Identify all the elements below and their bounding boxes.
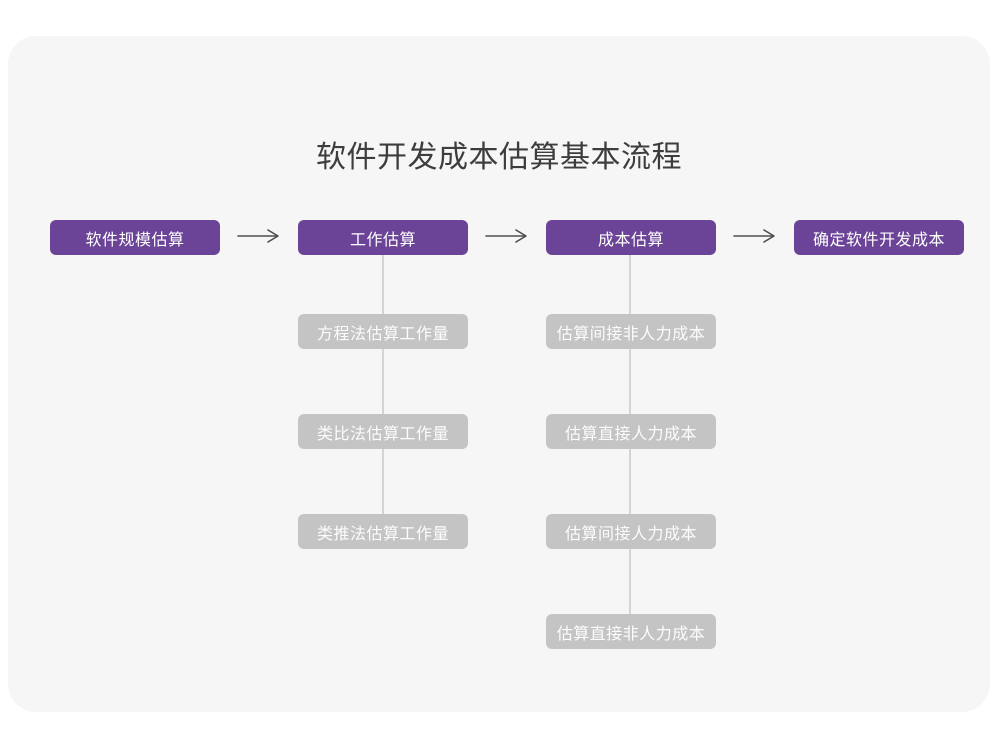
substep-indirect-non-labor-cost: 估算间接非人力成本 [546,314,716,349]
substep-direct-non-labor-cost: 估算直接非人力成本 [546,614,716,649]
arrow-right-icon [237,228,281,244]
flowchart-card: 软件开发成本估算基本流程 软件规模估算 工作估算 成本估算 [8,36,990,712]
diagram-title: 软件开发成本估算基本流程 [316,141,682,174]
step-software-size-estimation: 软件规模估算 [50,220,220,255]
arrow-right-icon [485,228,529,244]
substep-indirect-labor-cost: 估算间接人力成本 [546,514,716,549]
arrow-right-icon [733,228,777,244]
step-cost-estimation: 成本估算 [546,220,716,255]
substep-equation-method-workload: 方程法估算工作量 [298,314,468,349]
step-determine-software-development-cost: 确定软件开发成本 [794,220,964,255]
substep-direct-labor-cost: 估算直接人力成本 [546,414,716,449]
step-work-estimation: 工作估算 [298,220,468,255]
substep-extrapolation-method-workload: 类推法估算工作量 [298,514,468,549]
substep-analogy-method-workload: 类比法估算工作量 [298,414,468,449]
connector-line-work-estimation [382,255,384,532]
